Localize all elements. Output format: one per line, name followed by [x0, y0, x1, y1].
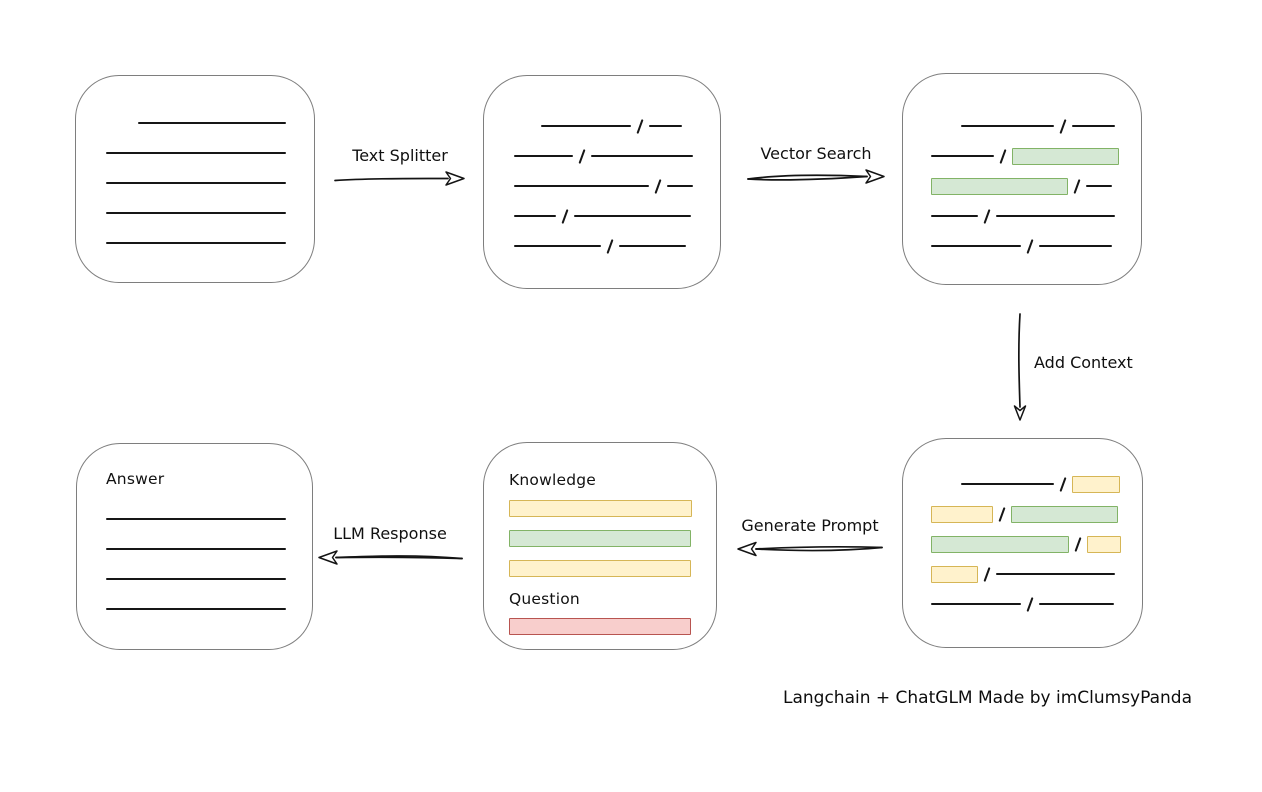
text-line — [931, 245, 1021, 247]
right-arrow-icon — [747, 169, 885, 184]
text-line — [931, 603, 1021, 605]
text-line — [961, 125, 1054, 127]
slash-separator — [1074, 536, 1082, 552]
green-chunk — [1012, 147, 1119, 165]
slash-separator — [983, 208, 991, 224]
green-chunk — [931, 177, 1068, 195]
slash-separator — [561, 208, 569, 224]
box-context — [902, 438, 1143, 648]
text-line — [619, 245, 686, 247]
down-arrow-icon — [1013, 313, 1027, 421]
slash-separator — [983, 566, 991, 582]
green-chunk — [931, 535, 1069, 553]
text-line — [106, 212, 286, 214]
right-arrow-icon — [334, 171, 465, 186]
arrow-label-text-splitter: Text Splitter — [352, 146, 448, 165]
text-line — [931, 155, 994, 157]
answer-heading: Answer — [106, 470, 165, 488]
box-answer: Answer — [76, 443, 313, 650]
text-line — [514, 185, 649, 187]
text-line — [106, 152, 286, 154]
slash-separator — [1026, 596, 1034, 612]
text-line — [106, 578, 286, 580]
arrow-label-llm-response: LLM Response — [333, 524, 447, 543]
green-chunk — [509, 529, 691, 547]
arrow-label-vector-search: Vector Search — [760, 144, 872, 163]
prompt-heading: Question — [509, 590, 580, 608]
yellow-chunk — [509, 559, 691, 577]
arrow-generate-prompt: Generate Prompt — [735, 516, 885, 560]
text-line — [1072, 125, 1115, 127]
arrow-vector-search: Vector Search — [745, 144, 887, 188]
slash-separator — [1059, 118, 1067, 134]
text-line — [514, 155, 573, 157]
arrow-text-splitter: Text Splitter — [333, 146, 467, 188]
text-line — [541, 125, 631, 127]
text-line — [1039, 603, 1114, 605]
text-line — [106, 518, 286, 520]
box-document — [75, 75, 315, 283]
footer-credit: Langchain + ChatGLM Made by imClumsyPand… — [783, 688, 1192, 708]
green-chunk — [1011, 505, 1118, 523]
text-line — [574, 215, 691, 217]
text-line — [591, 155, 693, 157]
left-arrow-icon — [737, 541, 883, 557]
slash-separator — [606, 238, 614, 254]
text-line — [514, 245, 601, 247]
prompt-heading: Knowledge — [509, 471, 597, 489]
text-line — [106, 548, 286, 550]
arrow-add-context — [1007, 309, 1033, 422]
text-line — [931, 215, 978, 217]
text-line — [106, 242, 286, 244]
text-line — [1086, 185, 1112, 187]
text-line — [961, 483, 1054, 485]
yellow-chunk — [1087, 535, 1121, 553]
slash-separator — [1026, 238, 1034, 254]
text-line — [1039, 245, 1112, 247]
arrow-llm-response: LLM Response — [316, 524, 464, 568]
box-vector-matches — [902, 73, 1142, 285]
text-line — [996, 215, 1115, 217]
slash-separator — [1059, 476, 1067, 492]
text-line — [514, 215, 556, 217]
slash-separator — [578, 148, 586, 164]
slash-separator — [999, 148, 1007, 164]
slash-separator — [998, 506, 1006, 522]
text-line — [649, 125, 682, 127]
text-line — [996, 573, 1115, 575]
yellow-chunk — [931, 565, 978, 583]
slash-separator — [654, 178, 662, 194]
yellow-chunk — [509, 499, 692, 517]
text-line — [138, 122, 286, 124]
arrow-label-generate-prompt: Generate Prompt — [741, 516, 879, 535]
arrow-label-add-context: Add Context — [1034, 353, 1133, 372]
box-chunks — [483, 75, 721, 289]
slash-separator — [1073, 178, 1081, 194]
text-line — [667, 185, 693, 187]
left-arrow-icon — [318, 550, 463, 565]
yellow-chunk — [931, 505, 993, 523]
slash-separator — [636, 118, 644, 134]
text-line — [106, 182, 286, 184]
text-line — [106, 608, 286, 610]
red-chunk — [509, 617, 691, 635]
yellow-chunk — [1072, 475, 1120, 493]
